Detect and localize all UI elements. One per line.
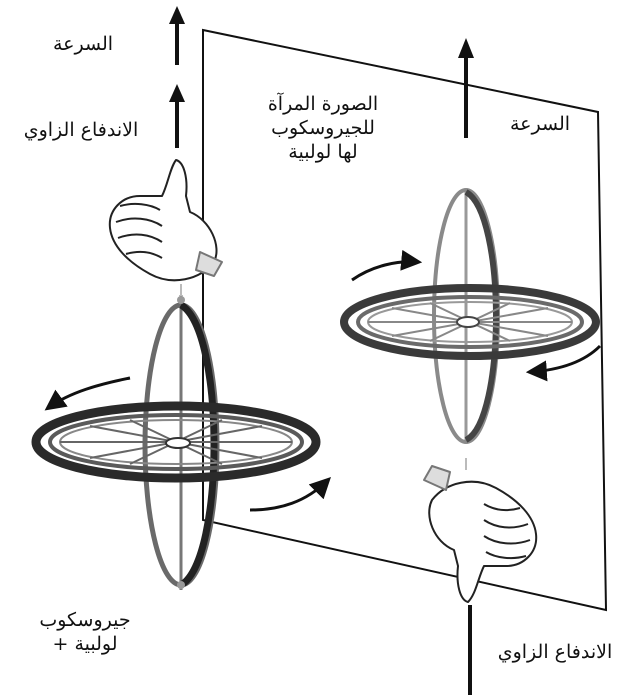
gyroscope-caption-line: جيروسكوب bbox=[39, 609, 131, 631]
mirror-caption-line: الصورة المرآة bbox=[267, 93, 379, 115]
mirror-caption-line: للجيروسكوب bbox=[271, 117, 375, 139]
speed-label-left: السرعة bbox=[52, 33, 114, 55]
gyroscope-right bbox=[340, 188, 600, 444]
rotation-arrow-icon bbox=[44, 376, 131, 411]
speed-arrow-left bbox=[169, 6, 185, 65]
gyroscope-caption-line: لولبية + bbox=[52, 633, 118, 655]
speed-label-right: السرعة bbox=[509, 113, 571, 135]
mirror-caption-line: لها لولبية bbox=[288, 141, 358, 163]
gyroscope-left bbox=[31, 295, 321, 590]
hand-thumb-up-icon bbox=[108, 159, 223, 282]
speed-arrow-right bbox=[458, 38, 474, 138]
angular-momentum-label-left: الاندفاع الزاوي bbox=[23, 119, 139, 141]
angular-momentum-label-right: الاندفاع الزاوي bbox=[497, 641, 613, 663]
mirror-caption: الصورة المرآة للجيروسكوب لها لولبية bbox=[228, 92, 418, 164]
hand-thumb-down-icon bbox=[423, 465, 538, 603]
angular-momentum-arrow-left bbox=[169, 84, 185, 148]
rotation-arrow-icon bbox=[249, 477, 331, 512]
rotation-arrow-icon bbox=[525, 344, 602, 382]
rotation-arrow-icon bbox=[351, 249, 423, 282]
gyroscope-caption: جيروسكوب لولبية + bbox=[10, 608, 160, 656]
